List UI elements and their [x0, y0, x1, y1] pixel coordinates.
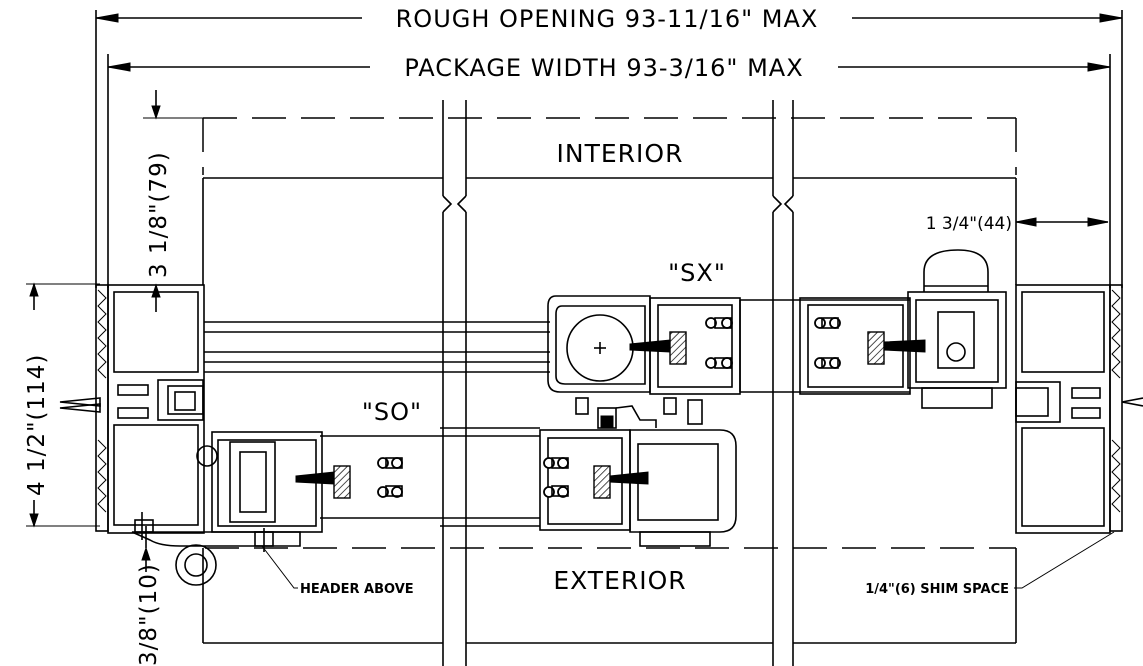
- top-clearance-dimension: 3 1/8"(79): [143, 90, 210, 312]
- wall-outline: [202, 177, 1017, 644]
- panel-so-label: "SO": [362, 398, 422, 426]
- header-above-leader: HEADER ABOVE: [261, 545, 414, 597]
- jamb-offset-dimension: 1 3/4"(44): [926, 214, 1109, 234]
- frame-depth-dimension: 4 1/2"(114): [24, 282, 100, 528]
- track-rails: [204, 299, 910, 527]
- package-width-dimension: PACKAGE WIDTH 93-3/16" MAX: [107, 54, 1111, 288]
- panel-sx-label: "SX": [668, 259, 726, 287]
- break-lines: [442, 100, 794, 666]
- rough-opening-label: ROUGH OPENING 93-11/16" MAX: [396, 5, 819, 33]
- exterior-label: EXTERIOR: [553, 566, 686, 595]
- so-panel-assembly: [196, 397, 737, 547]
- shim-space-leader: 1/4"(6) SHIM SPACE: [865, 531, 1115, 597]
- bottom-clearance-dimension: 3/8"(10): [136, 526, 162, 666]
- package-width-label: PACKAGE WIDTH 93-3/16" MAX: [404, 54, 803, 82]
- interior-label: INTERIOR: [557, 139, 684, 168]
- left-jamb-frame: [59, 284, 205, 540]
- shim-space-label: 1/4"(6) SHIM SPACE: [865, 582, 1009, 597]
- bottom-clearance-label: 3/8"(10): [136, 563, 162, 666]
- frame-depth-label: 4 1/2"(114): [24, 354, 50, 496]
- sill-roller: [131, 528, 301, 586]
- rough-opening-dimension: ROUGH OPENING 93-11/16" MAX: [95, 5, 1123, 288]
- jamb-offset-label: 1 3/4"(44): [926, 214, 1012, 234]
- header-above-label: HEADER ABOVE: [300, 582, 414, 597]
- sx-panel-assembly: [547, 249, 1007, 409]
- right-jamb-frame: [1015, 284, 1143, 534]
- top-clearance-label: 3 1/8"(79): [146, 151, 172, 278]
- header-dashed-outline: [202, 117, 1017, 549]
